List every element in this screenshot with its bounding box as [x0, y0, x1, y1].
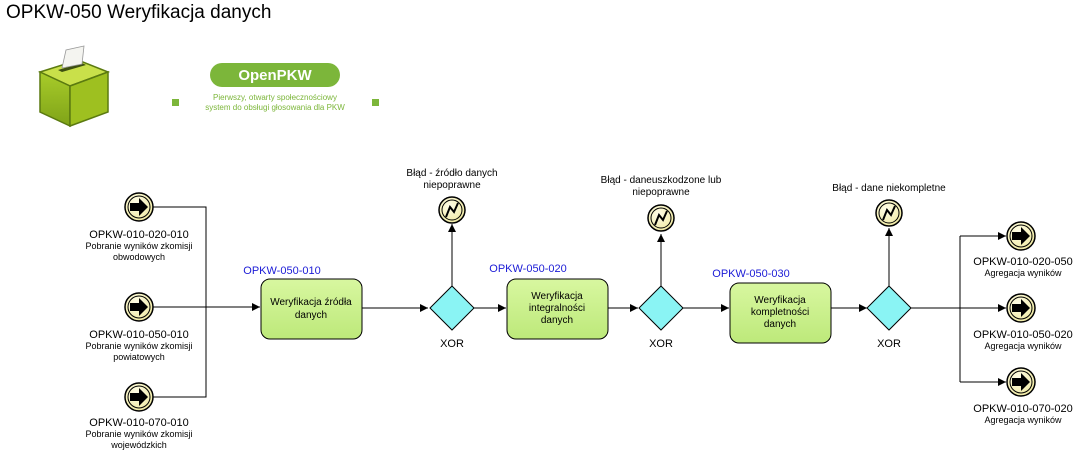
start-event-id: OPKW-010-050-010 [89, 329, 188, 341]
task-id: OPKW-050-010 [243, 265, 320, 277]
logo-tagline-line1: Pierwszy, otwarty społecznościowy [213, 93, 337, 102]
logo-tagline-line2: system do obsługi głosowania dla PKW [205, 103, 345, 112]
logo-name: OpenPKW [238, 67, 312, 84]
gateway-label: XOR [877, 338, 901, 350]
xor-gateway: XOR [638, 285, 684, 350]
task-id: OPKW-050-020 [489, 263, 566, 275]
end-event-id: OPKW-010-070-020 [973, 403, 1072, 415]
start-event-label: powiatowych [113, 352, 165, 362]
end-event: OPKW-010-050-020 Agregacja wyników [973, 293, 1073, 351]
task-label: danych [541, 315, 573, 326]
error-event-label: niepoprawne [632, 187, 690, 198]
xor-gateway: XOR [866, 285, 912, 350]
gateway-label: XOR [440, 338, 464, 350]
start-event-label: obwodowych [113, 252, 165, 262]
error-event-label: niepoprawne [423, 180, 481, 191]
task-label: Weryfikacja [531, 291, 583, 302]
start-event-label: wojewódzkich [110, 440, 167, 450]
error-lightning-icon [445, 202, 459, 218]
link-arrow-icon [1012, 227, 1030, 245]
end-event: OPKW-010-020-050 Agregacja wyników [973, 221, 1073, 278]
task: OPKW-050-030 Weryfikacja kompletności da… [712, 268, 832, 344]
xor-gateway: XOR [429, 285, 475, 350]
error-event-label: Błąd - daneuszkodzone lub [601, 175, 722, 186]
error-event: Błąd - źródło danych niepoprawne [406, 168, 498, 224]
start-event-id: OPKW-010-020-010 [89, 229, 188, 241]
link-arrow-icon [130, 298, 148, 316]
start-event-label: Pobranie wyników zkomisji [85, 341, 192, 351]
error-lightning-icon [654, 210, 668, 226]
link-arrow-icon [1012, 373, 1030, 391]
openpkw-logo: OpenPKW Pierwszy, otwarty społecznościow… [172, 63, 379, 112]
end-event-label: Agregacja wyników [984, 341, 1062, 351]
start-event: OPKW-010-050-010 Pobranie wyników zkomis… [85, 292, 193, 362]
end-event-id: OPKW-010-050-020 [973, 329, 1072, 341]
link-arrow-icon [130, 388, 148, 406]
task-label: danych [764, 319, 796, 330]
task: OPKW-050-010 Weryfikacja źródła danych [243, 265, 363, 340]
ballot-box-logo-icon [37, 45, 111, 128]
task-label: Weryfikacja źródła [270, 297, 352, 308]
task-label: Weryfikacja [754, 295, 806, 306]
start-event: OPKW-010-070-010 Pobranie wyników zkomis… [85, 382, 193, 450]
start-event-label: Pobranie wyników zkomisji [85, 241, 192, 251]
end-event: OPKW-010-070-020 Agregacja wyników [973, 367, 1073, 425]
start-event: OPKW-010-020-010 Pobranie wyników zkomis… [85, 192, 193, 262]
link-arrow-icon [1012, 299, 1030, 317]
task-label: integralności [529, 303, 585, 314]
sequence-flows [153, 206, 1006, 398]
error-event: Błąd - dane niekompletne [832, 183, 946, 227]
start-event-id: OPKW-010-070-010 [89, 417, 188, 429]
task-label: kompletności [751, 307, 809, 318]
task-id: OPKW-050-030 [712, 268, 789, 280]
error-event-label: Błąd - źródło danych [406, 168, 497, 179]
end-event-label: Agregacja wyników [984, 415, 1062, 425]
start-event-label: Pobranie wyników zkomisji [85, 429, 192, 439]
page-title: OPKW-050 Weryfikacja danych [6, 2, 272, 23]
task-label: danych [295, 310, 327, 321]
end-event-label: Agregacja wyników [984, 268, 1062, 278]
error-lightning-icon [882, 205, 896, 221]
error-event-label: Błąd - dane niekompletne [832, 183, 946, 194]
link-arrow-icon [130, 198, 148, 216]
end-event-id: OPKW-010-020-050 [973, 256, 1072, 268]
task: OPKW-050-020 Weryfikacja integralności d… [489, 263, 609, 340]
gateway-label: XOR [649, 338, 673, 350]
error-event: Błąd - daneuszkodzone lub niepoprawne [601, 175, 722, 232]
